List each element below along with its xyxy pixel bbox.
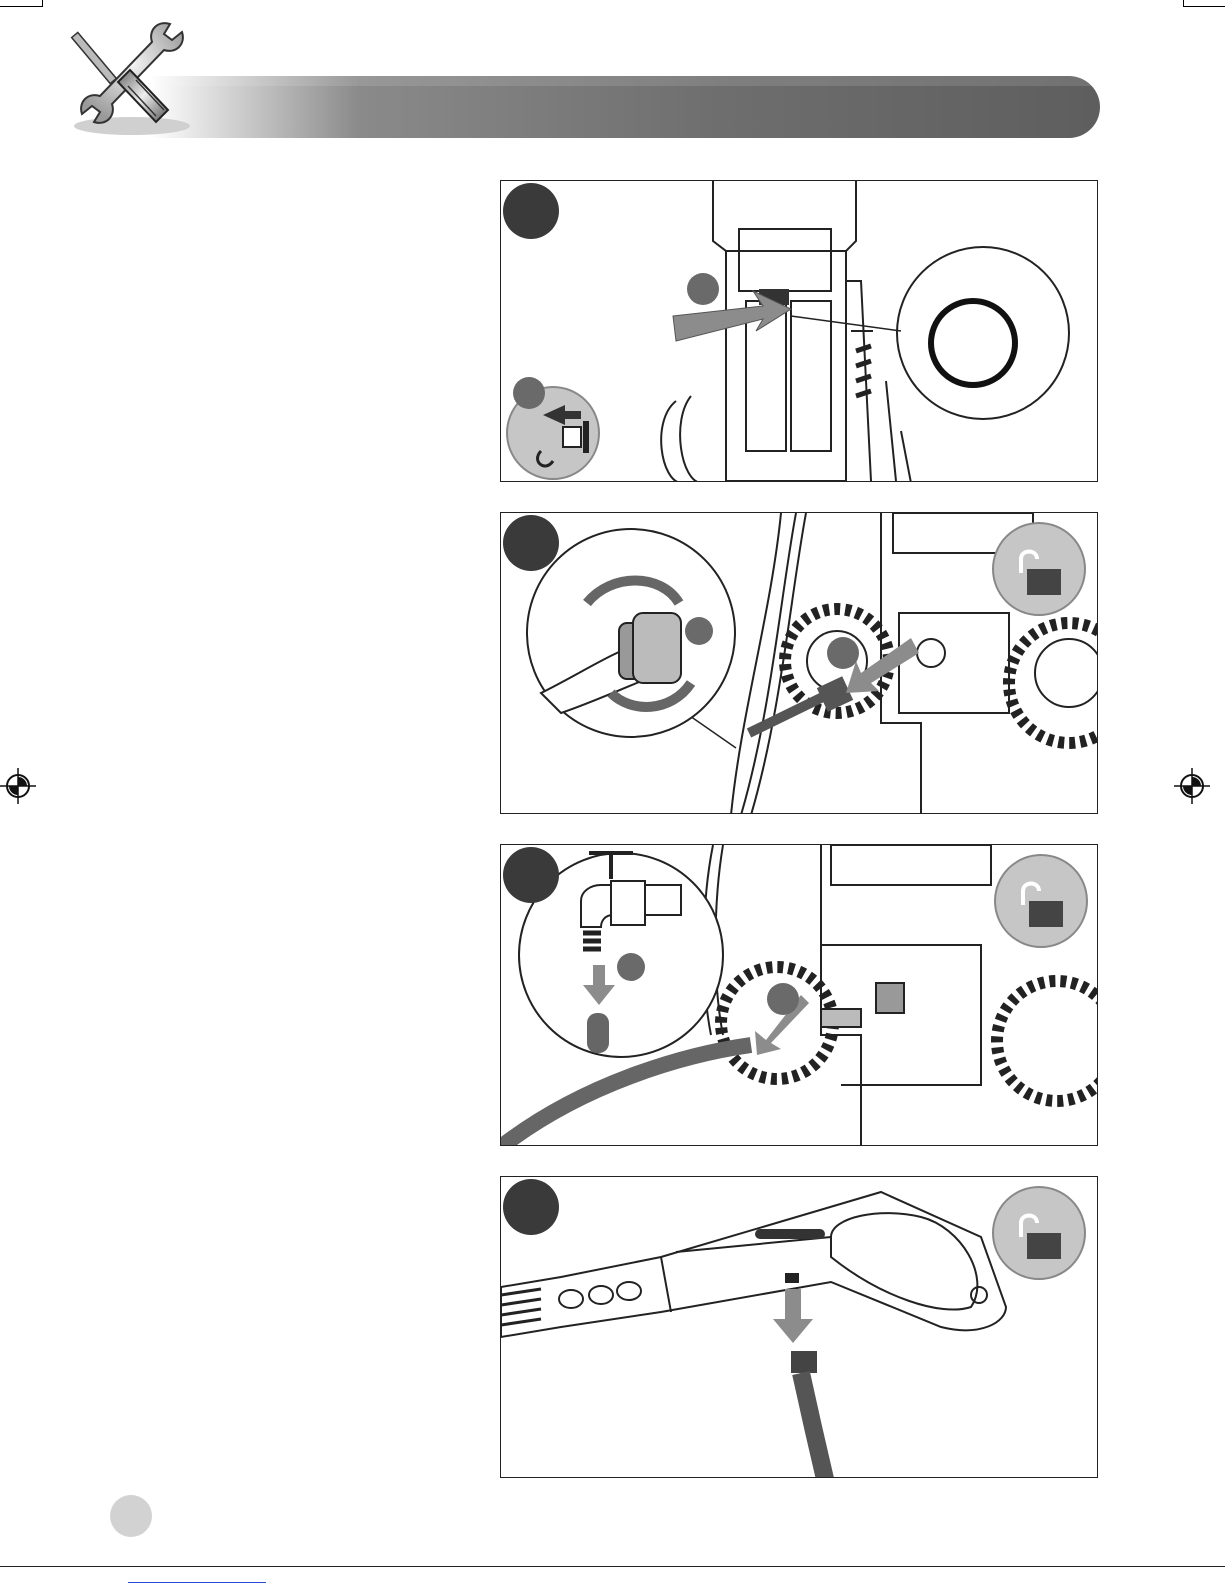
step-number-badge: [503, 847, 559, 903]
figure-panel-4: [500, 1176, 1098, 1478]
registration-mark-left: [0, 768, 36, 804]
registration-mark-right: [1174, 768, 1210, 804]
step-number-badge: [503, 183, 559, 239]
page-number-badge: [110, 1495, 152, 1537]
illustration-tap-hose: [501, 845, 1098, 1146]
crop-mark-top-left-v: [42, 0, 43, 7]
crop-mark-top-right: [1183, 6, 1225, 7]
tools-wrench-screwdriver-icon: [70, 14, 200, 144]
step-number-badge: [503, 515, 559, 571]
illustration-outlet-connector: [501, 513, 1098, 814]
illustration-spray-gun: [501, 1177, 1098, 1478]
figure-panel-2: [500, 512, 1098, 814]
bottom-trim-line: [0, 1566, 1225, 1567]
figure-panel-1: [500, 180, 1098, 482]
step-number-badge: [503, 1179, 559, 1235]
footer-link-underline: [128, 1582, 266, 1583]
figure-panel-3: [500, 844, 1098, 1146]
crop-mark-top-left: [0, 6, 42, 7]
illustration-washer-filter: [501, 181, 1098, 482]
section-header-bar: [150, 76, 1100, 138]
crop-mark-top-right-v: [1183, 0, 1184, 7]
